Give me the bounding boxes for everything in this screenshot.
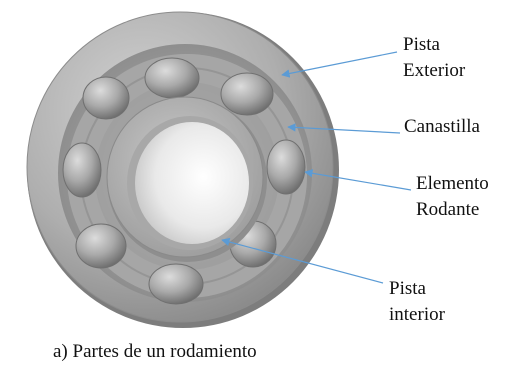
rolling-elements bbox=[62, 57, 306, 305]
leader-lines bbox=[221, 51, 412, 284]
ball bbox=[220, 72, 274, 116]
figure-caption: a) Partes de un rodamiento bbox=[53, 341, 257, 362]
label-canastilla: Canastilla bbox=[404, 116, 480, 137]
ball bbox=[148, 263, 204, 305]
ball bbox=[82, 76, 130, 120]
ball bbox=[144, 57, 200, 99]
label-elemento-rodante: Elemento Rodante bbox=[416, 173, 489, 220]
arrow-pista-exterior bbox=[281, 51, 398, 78]
arrow-canastilla bbox=[287, 123, 401, 134]
bore bbox=[135, 122, 249, 244]
label-pista-interior: Pista interior bbox=[389, 278, 445, 325]
ball bbox=[62, 142, 102, 198]
label-pista-exterior: Pista Exterior bbox=[403, 34, 466, 81]
inner-ring bbox=[106, 96, 267, 262]
ball bbox=[75, 223, 127, 269]
arrow-elemento-rodante bbox=[304, 169, 412, 191]
arrow-pista-interior bbox=[221, 237, 384, 284]
ball bbox=[266, 139, 306, 195]
